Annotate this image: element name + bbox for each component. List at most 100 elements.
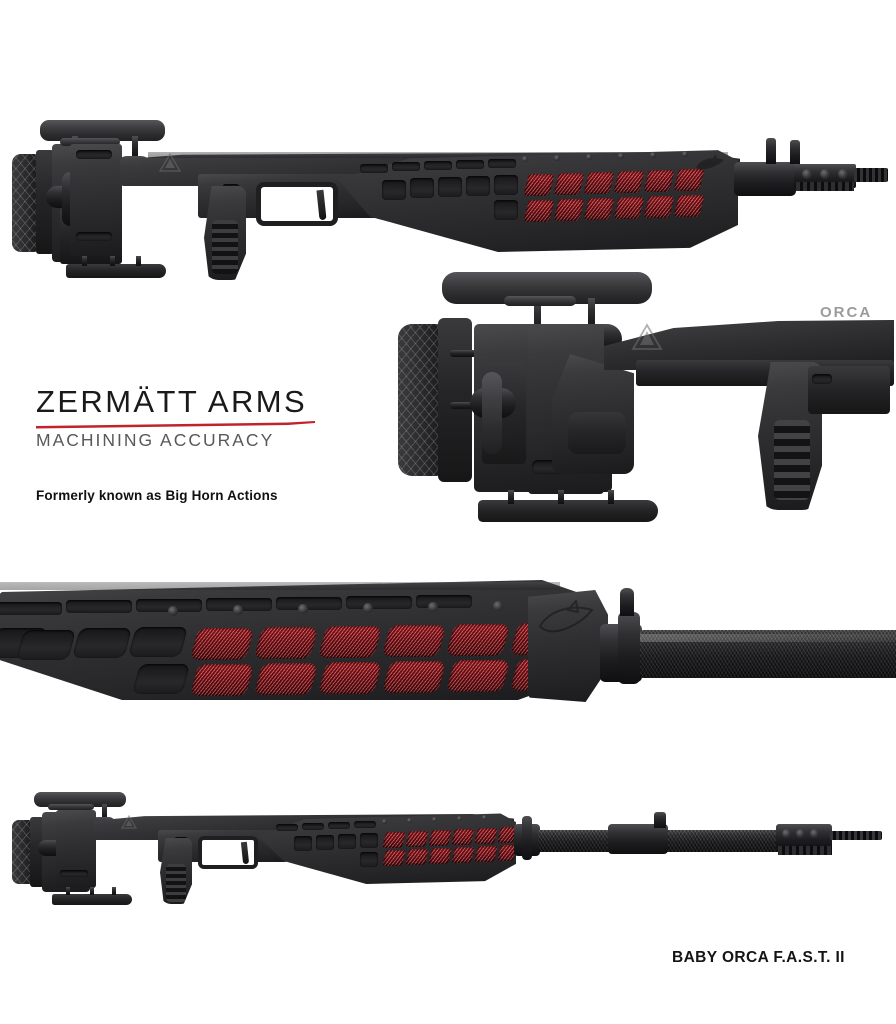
red-vent-panel — [253, 663, 319, 695]
cheek-riser-post-front — [132, 136, 138, 160]
red-vent-panel — [382, 850, 406, 866]
orca-emblem-icon — [696, 154, 724, 170]
trigger-guard — [198, 836, 258, 869]
mlok-slot — [488, 159, 516, 168]
rifle-view-handguard-detail — [0, 572, 896, 724]
muzzle-tip — [830, 831, 882, 840]
handguard-screw — [407, 818, 412, 823]
red-vent-panel — [253, 627, 319, 659]
red-vent-panel — [613, 197, 645, 219]
red-vent-panel — [381, 661, 447, 693]
magazine-release — [812, 374, 832, 384]
buttplate-pin-lower — [450, 402, 476, 409]
red-vent-panel — [523, 200, 555, 222]
handguard-screw — [168, 606, 178, 616]
handguard-screw — [618, 153, 624, 159]
rail-port — [802, 169, 812, 179]
red-vent-panel — [583, 198, 615, 220]
mlok-slot — [328, 822, 350, 829]
cheek-riser-crossbar — [504, 296, 576, 306]
vent-cutout-black — [360, 833, 378, 848]
zermatt-triangle-icon — [120, 814, 138, 829]
bag-rider-post-c — [136, 256, 141, 266]
mlok-slot — [276, 597, 342, 610]
vent-cutout-black — [410, 178, 434, 198]
red-vent-panel — [643, 196, 675, 218]
red-vent-panel — [405, 849, 429, 865]
handguard-screw — [457, 816, 462, 821]
rail-teeth — [796, 182, 854, 191]
handguard-screw — [363, 603, 373, 613]
cheek-riser-post-rear — [534, 298, 541, 346]
vent-cutout-black — [360, 852, 378, 867]
thumb-shelf-recess — [568, 412, 626, 454]
vent-cutout-black — [316, 835, 334, 850]
mlok-slot — [424, 161, 452, 170]
bag-rider-rail — [66, 264, 166, 278]
brand-subtitle: MACHINING ACCURACY — [36, 430, 275, 450]
rifle-view-angled-rear: ORCA — [392, 262, 896, 550]
red-vent-panel — [451, 829, 475, 845]
vent-cutout-black — [15, 630, 77, 660]
vent-cutout-black — [294, 836, 312, 851]
buttplate-pin — [450, 350, 476, 357]
handguard-screw — [586, 154, 592, 160]
buttplate — [30, 817, 44, 887]
grip-finger-grooves — [212, 220, 238, 274]
barrel-specular-highlight — [640, 634, 896, 642]
brand-logo-block: ZERMÄTT ARMS MACHINING ACCURACY Formerly… — [36, 386, 336, 503]
brand-former-name: Formerly known as Big Horn Actions — [36, 488, 278, 504]
red-vent-panel — [553, 199, 585, 221]
vent-cutout-black — [131, 664, 191, 694]
bag-rider-post-c — [112, 887, 116, 895]
bag-rider-post-b — [110, 256, 115, 266]
cheek-riser-pad — [40, 120, 165, 141]
product-caption: BABY ORCA F.A.S.T. II — [672, 949, 845, 966]
red-vent-panel — [673, 195, 705, 217]
mlok-slot — [302, 823, 324, 830]
vent-cutout-black — [438, 177, 462, 197]
rail-port — [820, 169, 830, 179]
red-vent-panel — [428, 848, 452, 864]
mlok-slot — [136, 599, 202, 612]
bag-rider-post-a — [508, 490, 514, 504]
recoil-pad — [398, 324, 442, 476]
brand-wordmark: ZERMÄTT ARMS — [36, 384, 308, 419]
handguard-nose — [528, 590, 608, 702]
barrel-clamp-ring — [522, 816, 532, 860]
red-vent-panel — [583, 172, 615, 194]
handguard-screw — [493, 601, 503, 611]
handguard-top-highlight — [0, 582, 560, 590]
red-vent-panel — [381, 625, 447, 657]
chassis-spine-top-highlight — [148, 152, 728, 158]
red-vent-panel — [445, 660, 511, 692]
red-vent-panel — [474, 846, 498, 862]
trigger-guard — [256, 182, 338, 226]
barrel-clamp-rear — [790, 140, 800, 164]
barrel-gas-block-tab — [654, 812, 666, 828]
muzzle-port — [782, 829, 791, 838]
bag-rider-post-c — [608, 490, 614, 504]
rifle-view-bottom-profile — [8, 786, 888, 906]
brand-accent-swoosh-icon — [36, 421, 315, 429]
mlok-slot — [392, 162, 420, 171]
handguard-screw — [554, 155, 560, 161]
cheek-riser-crossbar — [60, 138, 120, 146]
red-vent-panel — [474, 828, 498, 844]
vent-cutout-black — [71, 628, 133, 658]
handguard-screw — [432, 817, 437, 822]
mlok-slot — [416, 595, 472, 608]
grip-finger-grooves — [774, 420, 810, 500]
recoil-pad — [12, 820, 32, 884]
handguard-screw — [233, 605, 243, 615]
mlok-slot — [354, 821, 376, 828]
vent-cutout-black — [494, 200, 518, 220]
vent-cutout-black — [382, 180, 406, 200]
muzzle-port — [796, 829, 805, 838]
handguard-screw — [382, 819, 387, 824]
bag-rider-post-a — [66, 887, 70, 895]
muzzle-brake — [854, 168, 888, 182]
red-vent-panel — [189, 628, 255, 660]
mlok-slot — [276, 824, 298, 831]
red-vent-panel — [428, 830, 452, 846]
